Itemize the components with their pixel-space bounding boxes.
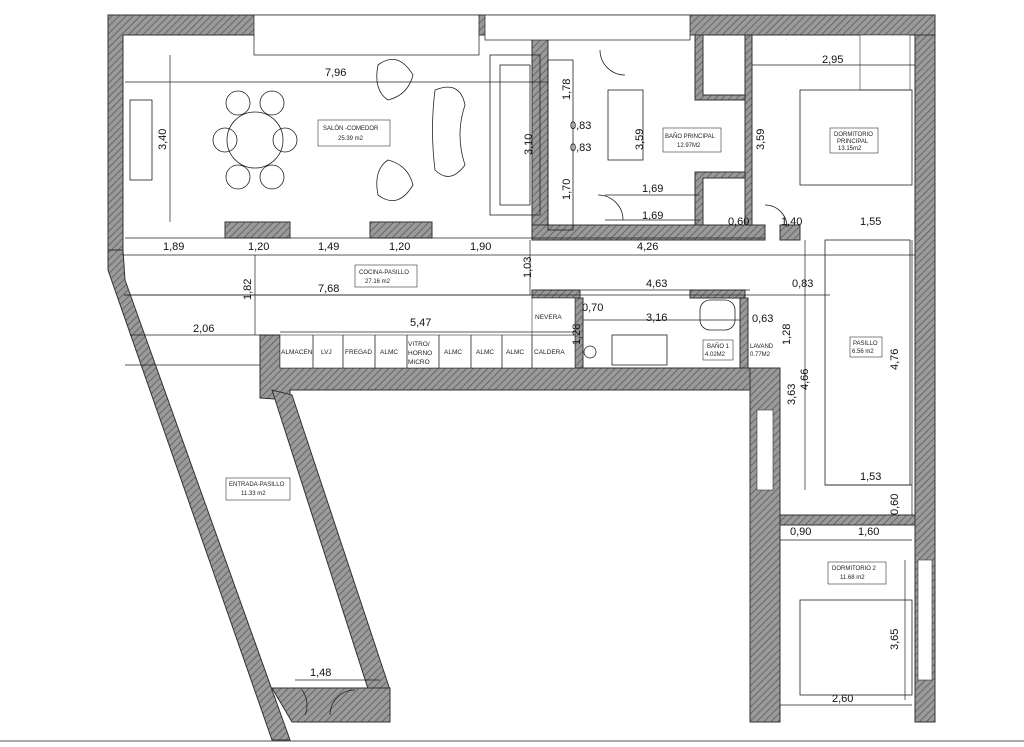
- unit-almc: ALMC: [476, 349, 494, 356]
- unit-nevera: NEVERA: [535, 314, 562, 321]
- room-bano1-name: BAÑO 1: [707, 343, 730, 350]
- room-bano-principal-name: BAÑO PRINCIPAL: [665, 133, 716, 140]
- dim-d2-2-60: 2,60: [832, 693, 853, 705]
- dim-dorm-2-95: 2,95: [822, 54, 843, 66]
- dim-pas-3-63: 3,63: [786, 384, 798, 405]
- room-salon-area: 25.39 m2: [338, 136, 364, 142]
- dim-seg2: 1,20: [248, 241, 269, 253]
- dim-pas-4-66: 4,66: [799, 369, 811, 390]
- dim-cocina-4-63: 4,63: [646, 278, 667, 290]
- dim-d2-1-60: 1,60: [858, 526, 879, 538]
- unit-fregad: FREGAD: [345, 349, 372, 356]
- room-dormitorio-principal-name: DORMITORIO: [834, 132, 873, 138]
- dim-bath-0-83a: 0,83: [570, 120, 591, 132]
- dim-seg5: 1,90: [470, 241, 491, 253]
- room-cocina-area: 27.16 m2: [365, 279, 391, 285]
- unit-lvj: LVJ: [321, 349, 332, 356]
- room-dormitorio-principal-area: 13.15m2: [838, 146, 862, 152]
- dim-bath-3-59: 3,59: [634, 129, 646, 150]
- dimension-labels: 7,96 3,40 3,10 1,89 1,20 1,49 1,20 1,90 …: [157, 54, 901, 705]
- kitchen-units: ALMACEN LVJ FREGAD ALMC VITRO/ HORNO MIC…: [279, 297, 576, 369]
- dim-d2-0-60: 0,60: [889, 494, 901, 515]
- room-dormitorio2-name: DORMITORIO 2: [832, 566, 877, 572]
- dim-salon-inner-height: 3,10: [523, 134, 535, 155]
- unit-almacen: ALMACEN: [281, 349, 313, 356]
- dim-b1-0-70: 0,70: [582, 302, 603, 314]
- dim-lav-0-63: 0,63: [752, 313, 773, 325]
- room-lavand-name: LAVAND: [750, 344, 774, 350]
- room-lavand-area: 0.77M2: [750, 352, 771, 358]
- room-salon-name: SALÓN -COMEDOR: [323, 125, 379, 132]
- dim-entrada-1-48: 1,48: [310, 667, 331, 679]
- dim-cocina-4-26: 4,26: [637, 241, 658, 253]
- dim-dorm-3-59: 3,59: [755, 129, 767, 150]
- room-pasillo-name: PASILLO: [853, 341, 878, 347]
- room-dormitorio2-area: 11.68 m2: [840, 575, 865, 581]
- unit-almc: ALMC: [380, 349, 398, 356]
- dim-cocina-7-68: 7,68: [318, 283, 339, 295]
- dim-bath-1-78: 1,78: [561, 79, 573, 100]
- dim-cocina-1-82: 1,82: [242, 279, 254, 300]
- room-entrada-name: ENTRADA-PASILLO: [229, 482, 285, 488]
- dim-pas-4-76: 4,76: [889, 349, 901, 370]
- room-pasillo-area: 6.56 m2: [852, 349, 874, 355]
- room-bano1-area: 4.02M2: [705, 352, 726, 358]
- dimension-lines: [124, 55, 915, 706]
- dim-bath-0-83b: 0,83: [570, 142, 591, 154]
- dim-seg4: 1,20: [389, 241, 410, 253]
- room-entrada-area: 11.33 m2: [241, 491, 266, 497]
- unit-caldera: CALDERA: [534, 349, 565, 356]
- unit-almc: ALMC: [444, 349, 462, 356]
- dim-cocina-2-06: 2,06: [193, 323, 214, 335]
- dim-b1-1-28: 1,28: [571, 324, 583, 345]
- dim-salon-width: 7,96: [325, 67, 346, 79]
- dim-bath-1-70: 1,70: [561, 179, 573, 200]
- unit-micro: MICRO: [408, 359, 430, 366]
- dim-salon-height: 3,40: [157, 129, 169, 150]
- dim-seg1: 1,89: [163, 241, 184, 253]
- dim-lav-1-28: 1,28: [781, 324, 793, 345]
- room-dormitorio-principal-name2: PRINCIPAL: [837, 139, 869, 145]
- dim-cocina-0-83: 0,83: [792, 278, 813, 290]
- dim-d2-0-90: 0,90: [790, 526, 811, 538]
- dim-cocina-1-03: 1,03: [522, 257, 534, 278]
- walls: [107, 14, 936, 741]
- unit-horno: HORNO: [408, 350, 432, 357]
- unit-vitro: VITRO/: [408, 341, 430, 348]
- dim-pas-1-53: 1,53: [860, 471, 881, 483]
- dim-dorm-1-40: 1,40: [781, 216, 802, 228]
- dim-bath-1-69a: 1,69: [642, 183, 663, 195]
- dim-cocina-5-47: 5,47: [410, 317, 431, 329]
- room-labels: SALÓN -COMEDOR 25.39 m2 COCINA-PASILLO 2…: [225, 119, 887, 585]
- dim-b1-3-16: 3,16: [646, 312, 667, 324]
- dim-dorm-1-55: 1,55: [860, 216, 881, 228]
- dim-seg3: 1,49: [318, 241, 339, 253]
- room-cocina-name: COCINA-PASILLO: [359, 270, 409, 276]
- unit-almc: ALMC: [506, 349, 524, 356]
- dim-d2-3-65: 3,65: [889, 629, 901, 650]
- dim-bath-1-69b: 1,69: [642, 210, 663, 222]
- room-bano-principal-area: 12.97M2: [677, 143, 701, 149]
- dim-bath-0-60: 0,60: [728, 216, 749, 228]
